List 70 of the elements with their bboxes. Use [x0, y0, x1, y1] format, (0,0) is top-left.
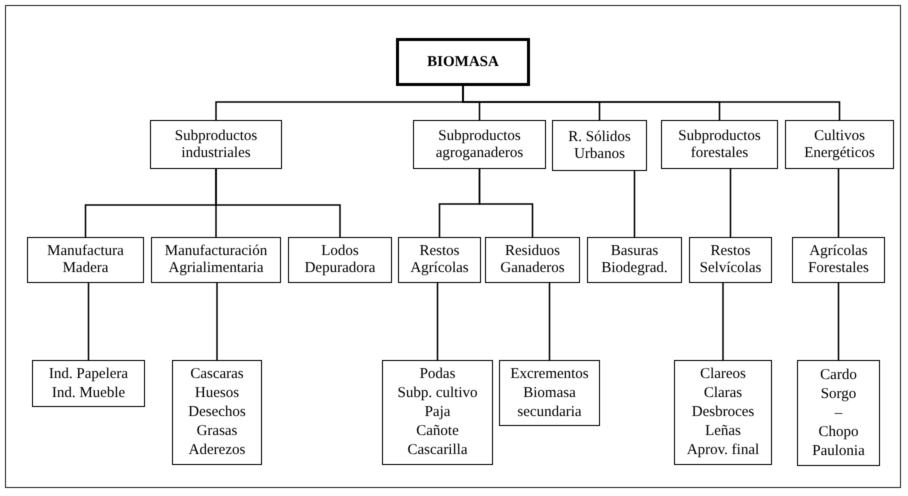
- node-text: Grasas: [196, 422, 238, 441]
- node-text: Cascaras: [190, 365, 244, 384]
- node-text: Cañote: [416, 422, 459, 441]
- connector-line: [88, 283, 90, 360]
- node-text: Sorgo: [820, 384, 856, 404]
- node-text: Restos Agrícolas: [409, 243, 470, 277]
- connector-line: [462, 86, 840, 120]
- node-text: Clareos: [700, 365, 746, 384]
- connector-line: [216, 283, 218, 360]
- node-text: Paja: [424, 403, 450, 422]
- category-box: [151, 237, 281, 283]
- node-text: Cultivos Energéticos: [803, 128, 876, 162]
- node-text: Desbroces: [692, 403, 754, 422]
- category-box: [674, 360, 772, 465]
- node-text: R. Sólidos Urbanos: [567, 128, 632, 162]
- node-text: Cardo: [820, 366, 857, 384]
- node-text: Desechos: [188, 403, 246, 422]
- root-box: [396, 38, 530, 86]
- category-box: [797, 360, 880, 466]
- node-text: Leñas: [705, 422, 741, 441]
- node-text: Paulonia: [812, 442, 865, 460]
- node-text: Manufactura Madera: [46, 243, 125, 277]
- category-box: [382, 360, 493, 465]
- node-text: Cascarilla: [408, 441, 468, 460]
- category-box: [689, 237, 772, 283]
- node-text: Subproductos forestales: [677, 128, 762, 162]
- node-text: Agrícolas Forestales: [807, 243, 870, 277]
- node-text: –: [834, 404, 842, 422]
- category-box: [485, 237, 580, 283]
- connector-line: [722, 283, 724, 360]
- category-box: [587, 237, 682, 283]
- category-box: [150, 120, 282, 169]
- connector-line: [838, 169, 840, 237]
- node-text: Ind. Mueble: [52, 384, 126, 402]
- node-text: Huesos: [194, 384, 240, 403]
- node-text: Ind. Papelera: [48, 364, 128, 384]
- category-box: [552, 120, 647, 171]
- node-text: Basuras Biodegrad.: [600, 243, 669, 277]
- connector-line: [215, 169, 341, 237]
- connector-line: [436, 283, 438, 360]
- node-text: Podas: [420, 365, 456, 384]
- category-box: [172, 360, 262, 465]
- node-text: Restos Selvícolas: [698, 243, 762, 277]
- node-text: Biomasa secundaria: [516, 384, 583, 422]
- node-text: Residuos Ganaderos: [499, 243, 566, 277]
- connector-line: [478, 169, 534, 237]
- node-text: Aprov. final: [686, 441, 760, 460]
- node-text: Subproductos agroganaderos: [434, 128, 524, 162]
- category-box: [288, 237, 392, 283]
- connector-line: [548, 283, 550, 360]
- category-box: [792, 237, 885, 283]
- node-text: Excrementos: [510, 364, 589, 384]
- category-box: [785, 120, 894, 169]
- category-box: [499, 360, 600, 426]
- node-text: Subproductos industriales: [174, 128, 258, 162]
- node-text: Manufacturación Agrialimentaria: [164, 243, 268, 277]
- node-text: BIOMASA: [427, 54, 499, 70]
- node-text: Aderezos: [188, 441, 246, 460]
- node-text: Claras: [704, 384, 742, 403]
- category-box: [27, 237, 144, 283]
- category-box: [413, 120, 546, 169]
- connector-line: [838, 283, 840, 360]
- category-box: [398, 237, 481, 283]
- category-box: [32, 360, 145, 407]
- connector-line: [634, 171, 636, 237]
- node-text: Subp. cultivo: [397, 384, 478, 403]
- category-box: [661, 120, 778, 169]
- connector-line: [730, 169, 732, 237]
- node-text: Chopo: [818, 422, 858, 442]
- node-text: Lodos Depuradora: [304, 243, 376, 277]
